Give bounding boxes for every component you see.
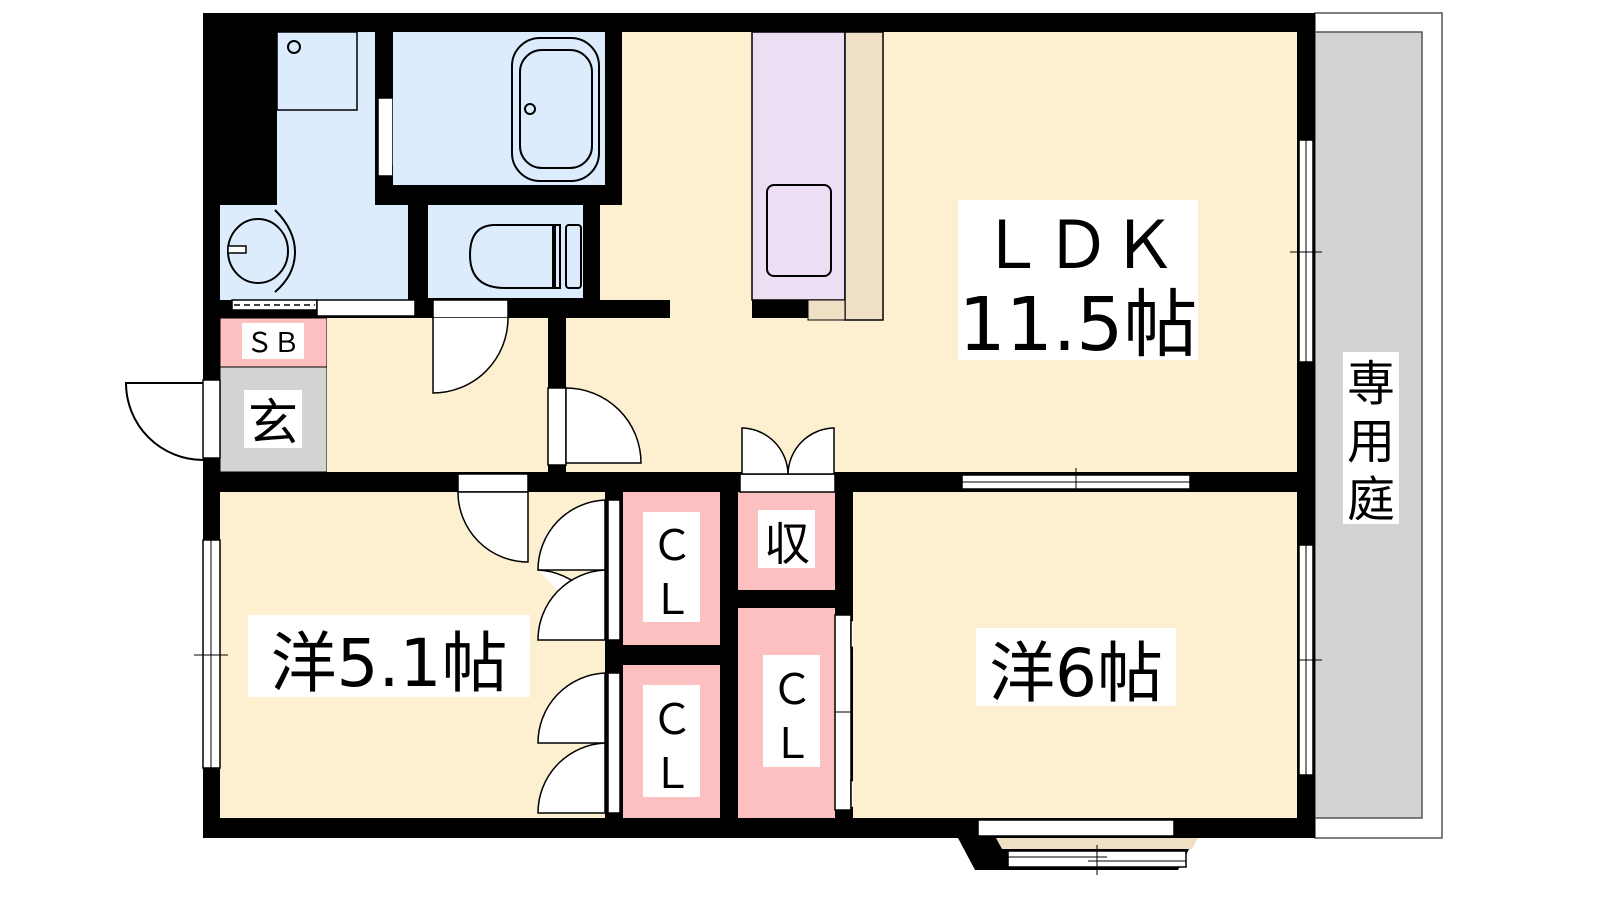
storage-label: 収 bbox=[764, 517, 810, 571]
ldk-label-bg bbox=[958, 200, 1198, 360]
washbasin-icon bbox=[274, 209, 297, 293]
washing-machine-space bbox=[276, 31, 358, 111]
western1-label: 洋5.1帖 bbox=[271, 625, 508, 702]
sink-icon bbox=[766, 184, 832, 277]
western2-label: 洋6帖 bbox=[989, 635, 1163, 712]
bathroom bbox=[393, 32, 605, 185]
garden-label-2: 用 bbox=[1347, 414, 1395, 470]
closet1-doors[interactable] bbox=[537, 499, 606, 814]
bath-door[interactable] bbox=[377, 97, 394, 177]
garden-label-1: 専 bbox=[1347, 356, 1395, 412]
bathtub-icon bbox=[511, 37, 600, 182]
ldk-door[interactable] bbox=[565, 387, 642, 464]
ldk-name: ＬＤＫ bbox=[979, 207, 1177, 284]
toilet-icon bbox=[468, 224, 554, 289]
ldk-size: 11.5帖 bbox=[959, 282, 1198, 368]
western1-door[interactable] bbox=[457, 491, 529, 563]
bay-window[interactable] bbox=[977, 819, 1175, 837]
closet2-label-c: Ｃ bbox=[651, 695, 693, 744]
garden-label-3: 庭 bbox=[1347, 472, 1395, 528]
counter-shelf bbox=[844, 31, 884, 321]
closet2-label-l: Ｌ bbox=[651, 749, 693, 798]
washroom-sliding-door[interactable] bbox=[316, 299, 416, 317]
front-door[interactable] bbox=[202, 379, 221, 459]
toilet-door[interactable] bbox=[432, 317, 509, 394]
entrance-label: 玄 bbox=[248, 394, 298, 452]
shoebox-label: ＳＢ bbox=[246, 328, 300, 359]
closet3-label-l: Ｌ bbox=[771, 719, 813, 768]
toilet-room bbox=[428, 205, 583, 298]
storage-door-right[interactable] bbox=[787, 427, 835, 475]
closet1-label-l: Ｌ bbox=[651, 575, 693, 624]
closet3-label-c: Ｃ bbox=[771, 665, 813, 714]
closet1-label-c: Ｃ bbox=[651, 521, 693, 570]
